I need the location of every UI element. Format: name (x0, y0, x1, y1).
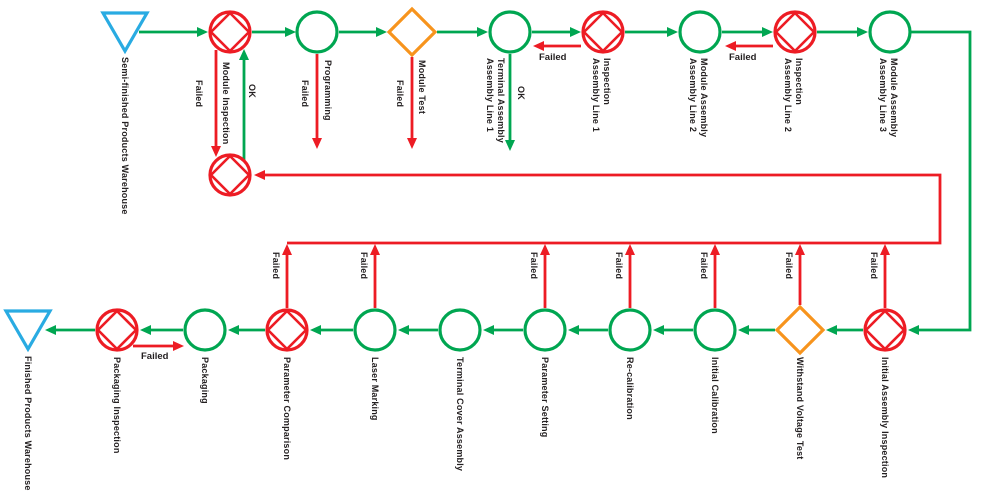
failed-label-packaging-inspection: Failed (141, 351, 169, 362)
ok-label-assembly-line-1-terminal-assembly: OK (516, 86, 526, 100)
node-label-module-inspection: Module Inspection (221, 62, 231, 145)
failed-label-assembly-line-1-inspection: Failed (539, 52, 567, 63)
node-parameter-comparison (265, 308, 309, 352)
failed-label-initial-assembly-inspection: Failed (869, 252, 879, 280)
node-label-assembly-line-2-module-assembly: Assembly Line 2 Module Assembly (688, 58, 709, 138)
inspection-diamond-icon (774, 11, 816, 53)
node-re-calibration (608, 308, 652, 352)
edge-failed-collector-to-rework (254, 170, 942, 245)
inspection-diamond-icon (582, 11, 624, 53)
node-label-packaging: Packaging (200, 357, 210, 404)
node-label-initial-calibration: Initial Calibration (710, 357, 720, 434)
node-label-parameter-setting: Parameter Setting (540, 357, 550, 438)
node-label-assembly-line-2-inspection: Assembly Line 2 Inspection (783, 58, 804, 133)
node-label-initial-assembly-inspection: Initial Assembly Inspection (880, 357, 890, 479)
node-label-parameter-comparison: Parameter Comparison (282, 357, 292, 461)
test-diamond-icon (774, 304, 826, 356)
node-label-module-test: Module Test (417, 60, 427, 115)
node-terminal-cover-assembly (438, 308, 482, 352)
edge-ok-al3-assembly-to-initial-assembly-inspection (908, 30, 972, 335)
node-label-assembly-line-1-terminal-assembly: Assembly Line 1 Terminal Assembly (485, 58, 506, 143)
failed-label-module-test: Failed (395, 80, 405, 108)
failed-label-laser-marking: Failed (359, 252, 369, 280)
node-label-assembly-line-3-module-assembly: Assembly Line 3 Module Assembly (878, 58, 899, 138)
node-initial-calibration (693, 308, 737, 352)
node-label-laser-marking: Laser Marking (370, 357, 380, 421)
node-label-assembly-line-1-inspection: Assembly Line 1 Inspection (591, 58, 612, 133)
node-rework-inspection (208, 153, 252, 197)
node-parameter-setting (523, 308, 567, 352)
node-assembly-line-2-inspection (773, 10, 817, 54)
node-packaging (183, 308, 227, 352)
node-label-semi-finished-products-warehouse: Semi-finished Products Warehouse (120, 57, 130, 215)
ok-label-module-inspection: OK (247, 84, 257, 98)
inspection-diamond-icon (864, 309, 906, 351)
failed-label-parameter-setting: Failed (529, 252, 539, 280)
node-module-test (386, 6, 438, 58)
node-module-inspection (208, 10, 252, 54)
node-assembly-line-2-module-assembly (678, 10, 722, 54)
failed-label-parameter-comparison: Failed (271, 252, 281, 280)
node-label-re-calibration: Re-calibration (625, 357, 635, 420)
failed-label-programming: Failed (300, 80, 310, 108)
node-label-terminal-cover-assembly: Terminal Cover Assembly (455, 357, 465, 472)
failed-label-initial-calibration: Failed (699, 252, 709, 280)
node-programming (295, 10, 339, 54)
test-diamond-icon (386, 6, 438, 58)
failed-label-re-calibration: Failed (614, 252, 624, 280)
node-assembly-line-1-terminal-assembly (488, 10, 532, 54)
failed-label-module-inspection: Failed (194, 80, 204, 108)
node-label-withstand-voltage-test: Withstand Voltage Test (795, 357, 805, 460)
node-label-programming: Programming (323, 60, 333, 121)
inspection-diamond-icon (266, 309, 308, 351)
inspection-diamond-icon (209, 154, 251, 196)
failed-label-assembly-line-2-inspection: Failed (729, 52, 757, 63)
inspection-diamond-icon (96, 309, 138, 351)
node-assembly-line-3-module-assembly (868, 10, 912, 54)
warehouse-triangle-icon (3, 309, 53, 353)
node-label-packaging-inspection: Packaging Inspection (112, 357, 122, 454)
inspection-diamond-icon (209, 11, 251, 53)
failed-label-withstand-voltage-test: Failed (784, 252, 794, 280)
node-semi-finished-products-warehouse (100, 11, 150, 55)
node-assembly-line-1-inspection (581, 10, 625, 54)
node-initial-assembly-inspection (863, 308, 907, 352)
node-finished-products-warehouse (3, 309, 53, 353)
node-label-finished-products-warehouse: Finished Products Warehouse (23, 356, 33, 491)
warehouse-triangle-icon (100, 11, 150, 55)
node-laser-marking (353, 308, 397, 352)
node-packaging-inspection (95, 308, 139, 352)
node-withstand-voltage-test (774, 304, 826, 356)
